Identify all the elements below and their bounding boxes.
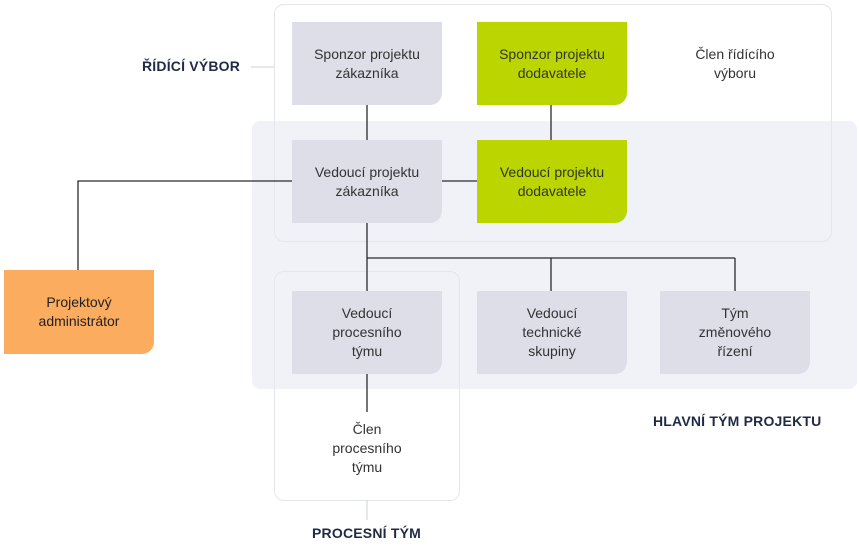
main-team-label: HLAVNÍ TÝM PROJEKTU <box>653 413 822 429</box>
customer-pm-node: Vedoucí projektu zákazníka <box>292 140 442 223</box>
process-team-member-node: Člen procesního týmu <box>332 420 402 475</box>
change-mgmt-team-node: Tým změnového řízení <box>660 291 810 374</box>
committee-member-node: Člen řídícího výboru <box>695 46 775 81</box>
process-team-label: PROCESNÍ TÝM <box>312 525 421 541</box>
connector-pm-admin <box>77 180 292 270</box>
process-team-lead-node: Vedoucí procesního týmu <box>292 291 442 374</box>
customer-sponsor-node: Sponzor projektu zákazníka <box>292 22 442 105</box>
steering-committee-label: ŘÍDÍCÍ VÝBOR <box>142 58 241 74</box>
supplier-sponsor-node: Sponzor projektu dodavatele <box>477 22 627 105</box>
steering-committee-region <box>274 4 832 242</box>
tech-group-lead-node: Vedoucí technické skupiny <box>477 291 627 374</box>
supplier-pm-node: Vedoucí projektu dodavatele <box>477 140 627 223</box>
project-admin-node: Projektový administrátor <box>4 270 154 354</box>
